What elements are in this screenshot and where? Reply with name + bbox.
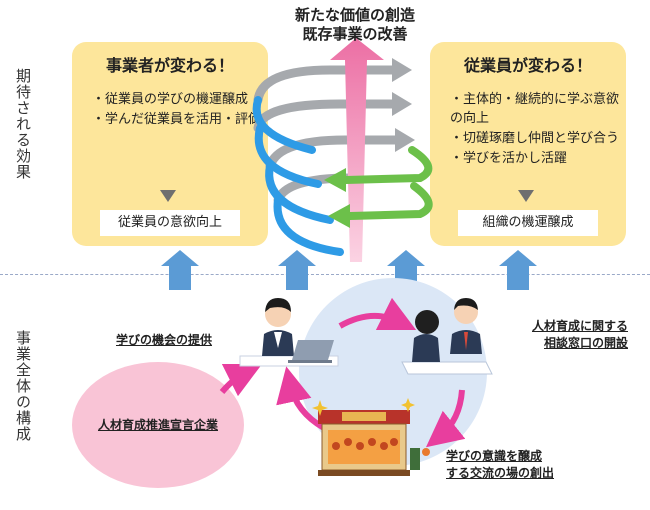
spiral-ring (252, 96, 316, 154)
spiral-ring (253, 65, 397, 105)
hair-shape (265, 298, 291, 312)
section-divider (0, 274, 650, 275)
spiral-green-heads (324, 168, 350, 228)
center-title-line2: 既存事業の改善 (302, 25, 408, 43)
company-ellipse: 人材育成推進宣言企業 (72, 362, 244, 488)
exchange-label-line2: する交流の場の創出 (446, 466, 555, 480)
spiral-arrowhead-icon (395, 128, 415, 152)
sparkle-icon (312, 400, 328, 416)
man-tie (464, 332, 468, 350)
company-label: 人材育成推進宣言企業 (97, 418, 218, 432)
structure-side-label: 事業全体の構成 (14, 330, 32, 442)
learning-opportunity-label: 学びの機会の提供 (116, 333, 213, 347)
building-sign (342, 412, 386, 421)
consultation-label-line2: 相談窓口の開設 (543, 336, 628, 350)
exchange-label-line1: 学びの意識を醸成 (446, 449, 543, 463)
left-panel-item: ・学んだ従業員を活用・評価 (92, 112, 262, 127)
crowd-person (356, 442, 364, 450)
center-up-arrow (330, 38, 384, 262)
spiral-arrowhead-icon (328, 204, 350, 228)
building-base (318, 470, 410, 476)
crowd-person (344, 438, 352, 446)
left-panel-outcome: 従業員の意欲向上 (100, 210, 240, 236)
sparkle-icon (401, 398, 415, 412)
consultation-label-line1: 人材育成に関する (531, 319, 628, 333)
left-panel-item: ・従業員の学びの機運醸成 (92, 92, 249, 107)
woman-head (415, 310, 439, 334)
right-panel-item: ・主体的・継続的に学ぶ意欲の向上 (450, 92, 620, 126)
cycle-arrow (219, 363, 263, 397)
spiral-ring (273, 196, 344, 256)
spiral-ring (342, 146, 433, 184)
left-panel-title: 事業者が変わる！ (105, 56, 234, 75)
woman-body (412, 334, 440, 362)
crowd-person (332, 442, 340, 450)
cycle-arrows (219, 297, 466, 448)
up-arrows (161, 250, 537, 290)
consultation-label: 人材育成に関する 相談窓口の開設 (498, 318, 628, 352)
person-laptop-illustration (239, 298, 339, 367)
center-title: 新たな価値の創造 既存事業の改善 (255, 6, 455, 44)
spiral-arrowhead-icon (324, 168, 346, 192)
consultation-illustration (401, 298, 493, 375)
building-window (328, 430, 400, 464)
down-triangle-icon (160, 190, 176, 202)
cycle-arrow (425, 389, 466, 448)
right-panel: 従業員が変わる！ ・主体的・継続的に学ぶ意欲の向上 ・切磋琢磨し仲間と学び合う … (430, 42, 626, 246)
laptop-base (288, 360, 332, 363)
center-title-line1: 新たな価値の創造 (294, 6, 415, 24)
man-hair (454, 298, 478, 310)
laptop-screen (292, 340, 334, 360)
spiral-ring (253, 99, 397, 133)
spiral-arrowhead-icon (392, 92, 412, 116)
up-arrow-icon (278, 250, 316, 290)
right-panel-outcome: 組織の機運醸成 (458, 210, 598, 236)
right-panel-list: ・主体的・継続的に学ぶ意欲の向上 ・切磋琢磨し仲間と学び合う ・学びを活かし活躍 (450, 90, 620, 169)
spiral-arrowhead-icon (392, 58, 412, 82)
cycle-arrow (338, 297, 417, 331)
cycle-arrow (276, 366, 326, 431)
left-panel: 事業者が変わる！ ・従業員の学びの機運醸成 ・学んだ従業員を活用・評価 従業員の… (72, 42, 268, 246)
exchange-label: 学びの意識を醸成 する交流の場の創出 (446, 448, 554, 482)
crowd-person (390, 438, 398, 446)
shirt-shape (274, 332, 282, 348)
table-shape (401, 361, 493, 375)
up-arrow-icon (161, 250, 199, 290)
spiral-front (252, 96, 433, 256)
up-arrow-icon (499, 250, 537, 290)
down-triangle-icon (518, 190, 534, 202)
right-panel-title: 従業員が変わる！ (463, 56, 592, 75)
spiral-arrowheads (392, 58, 415, 152)
exchange-building-illustration (312, 398, 430, 476)
crowd-person (368, 438, 376, 446)
crowd-person (380, 442, 388, 450)
visitor-person (422, 448, 430, 456)
left-panel-list: ・従業員の学びの機運醸成 ・学んだ従業員を活用・評価 (92, 90, 262, 130)
building-door (410, 448, 420, 470)
spiral-ring (346, 182, 433, 220)
right-panel-item: ・切磋琢磨し仲間と学び合う (450, 131, 620, 146)
effects-side-label: 期待される効果 (14, 68, 32, 180)
right-panel-item: ・学びを活かし活躍 (450, 151, 568, 166)
